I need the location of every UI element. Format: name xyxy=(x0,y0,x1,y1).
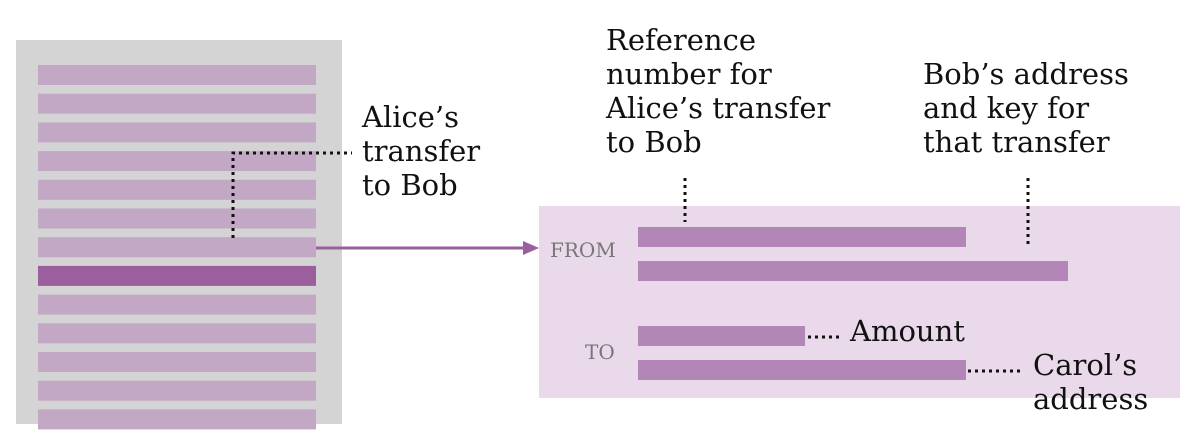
bob-address-line-1: Bob’s address xyxy=(923,57,1129,91)
reference-annotation: Reference number for Alice’s transfer to… xyxy=(605,23,840,222)
carol-address-label: Carol’s address xyxy=(1033,348,1148,416)
reference-line-3: Alice’s transfer xyxy=(605,91,830,125)
alice-transfer-label: Alice’s transfer to Bob xyxy=(361,100,489,202)
ledger-row xyxy=(38,151,316,172)
reference-line-4: to Bob xyxy=(606,125,702,159)
ledger-rows xyxy=(38,65,316,430)
to-address-bar xyxy=(638,360,966,380)
from-reference-bar xyxy=(638,227,966,247)
from-label: FROM xyxy=(550,238,616,262)
bob-address-annotation: Bob’s address and key for that transfer xyxy=(923,57,1138,248)
ledger-row xyxy=(38,323,316,344)
bob-address-line-3: that transfer xyxy=(923,125,1110,159)
alice-transfer-annotation: Alice’s transfer to Bob xyxy=(231,100,489,238)
ledger-row xyxy=(38,208,316,229)
carol-address-line-1: Carol’s xyxy=(1033,348,1137,382)
alice-transfer-line-2: transfer xyxy=(362,134,480,168)
amount-label: Amount xyxy=(849,314,965,348)
ledger-row-highlighted xyxy=(38,265,316,286)
transfer-arrow xyxy=(316,241,539,255)
arrow-head xyxy=(523,241,539,255)
alice-transfer-line-3: to Bob xyxy=(362,168,458,202)
ledger-row xyxy=(38,93,316,114)
ledger-row xyxy=(38,352,316,372)
bob-address-label: Bob’s address and key for that transfer xyxy=(923,57,1138,159)
ledger-row xyxy=(38,409,316,430)
carol-address-annotation: Carol’s address xyxy=(968,348,1148,416)
amount-annotation: Amount xyxy=(808,314,965,348)
reference-line-1: Reference xyxy=(606,23,756,57)
carol-address-line-2: address xyxy=(1033,382,1148,416)
reference-line-2: number for xyxy=(606,57,772,91)
ledger-row xyxy=(38,294,316,315)
ledger xyxy=(16,40,342,430)
ledger-row xyxy=(38,380,316,401)
ledger-row xyxy=(38,122,316,143)
from-address-key-bar xyxy=(638,261,1068,281)
alice-transfer-line-1: Alice’s xyxy=(361,100,459,134)
ledger-row xyxy=(38,65,316,85)
ledger-row xyxy=(38,237,316,258)
to-label: TO xyxy=(585,340,615,364)
reference-label: Reference number for Alice’s transfer to… xyxy=(605,23,840,159)
ledger-row xyxy=(38,179,316,200)
to-amount-bar xyxy=(638,326,805,346)
transaction-detail: FROM TO xyxy=(539,206,1180,398)
alice-transfer-leader xyxy=(231,151,352,238)
bob-address-line-2: and key for xyxy=(923,91,1089,125)
